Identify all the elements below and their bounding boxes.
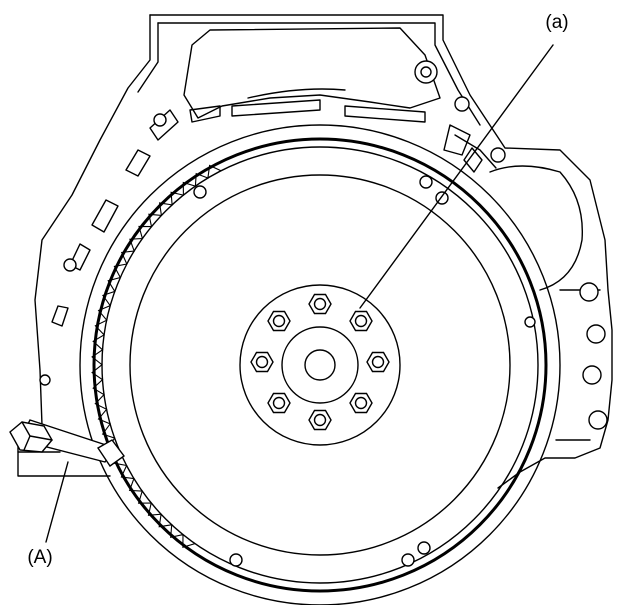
flywheel-bolt-face — [272, 314, 286, 328]
callout-label-a: (a) — [545, 12, 568, 33]
flywheel-bolts — [250, 293, 390, 431]
flywheel-bolt-face — [313, 297, 327, 311]
flywheel-bolt-face — [255, 355, 269, 369]
flywheel-bolt-face — [354, 396, 368, 410]
callout-label-A: (A) — [27, 547, 52, 568]
flywheel — [79, 124, 561, 605]
housing-plate — [34, 14, 613, 489]
flywheel-bolt-face — [272, 396, 286, 410]
leader-lines — [45, 44, 554, 543]
flywheel-holes — [193, 175, 536, 567]
flywheel-bolt-face — [371, 355, 385, 369]
ring-gear-teeth — [91, 164, 222, 548]
flywheel-bolt-face — [354, 314, 368, 328]
flywheel-bolt-face — [313, 413, 327, 427]
flywheel-hub — [281, 326, 359, 404]
housing-bolt-holes — [39, 60, 608, 430]
flywheel-stopper-tool — [9, 419, 125, 477]
